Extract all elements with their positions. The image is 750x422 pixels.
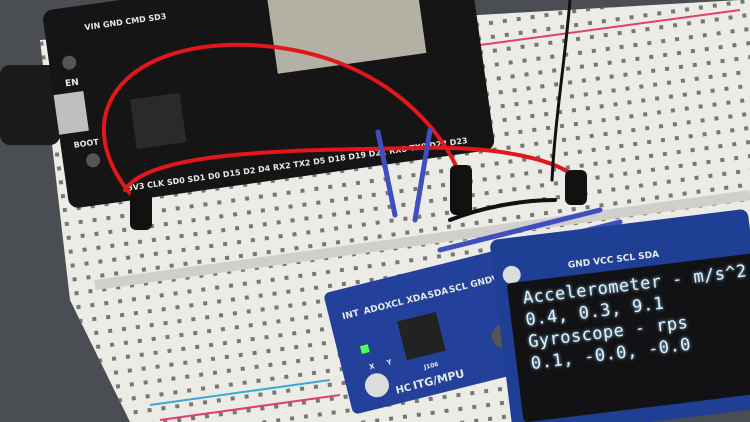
mpu-pin-scl: SCL — [448, 281, 469, 295]
usb-uart-chip — [129, 92, 187, 150]
micro-usb-port — [53, 90, 89, 135]
mpu-mark: HC — [395, 382, 413, 396]
blue-jumpers-vertical — [375, 127, 433, 223]
power-rail-blue — [149, 379, 331, 406]
oled-display-text: Accelerometer - m/s^2 0.4, 0.3, 9.1 Gyro… — [518, 230, 750, 407]
black-wire — [550, 0, 572, 182]
power-led — [359, 344, 370, 354]
wifi-module-shield — [264, 0, 427, 74]
power-rail-red — [159, 394, 341, 421]
power-rail-red-top — [479, 9, 741, 46]
boot-button — [86, 153, 101, 168]
mounting-hole — [502, 265, 521, 284]
center-channel — [94, 190, 750, 290]
mpu-chip-label: J106 — [422, 361, 439, 372]
mpu-chip — [397, 311, 446, 361]
jumper-wires — [101, 0, 623, 275]
mounting-hole — [364, 373, 389, 398]
mpu-axis-x: X — [368, 362, 376, 371]
esp32-boot-label: BOOT — [73, 137, 100, 149]
oled-screen — [507, 253, 750, 422]
mpu-axis-y: Y — [385, 358, 394, 367]
usb-cable — [0, 65, 60, 145]
en-button — [62, 55, 77, 70]
wire-connector — [565, 170, 587, 205]
mpu-pin-int: INT — [341, 308, 361, 322]
oled-module: GND VCC SCL SDA — [490, 209, 750, 422]
mpu-pin-sda: SDA — [427, 286, 450, 301]
black-jumper — [448, 198, 557, 222]
red-wire-2 — [123, 145, 580, 192]
esp32-en-label: EN — [65, 78, 80, 90]
wire-connector — [130, 190, 152, 230]
mpu-pin-xcl: XCL — [384, 297, 405, 311]
red-wire-1 — [101, 42, 464, 207]
wire-connector — [450, 165, 472, 215]
